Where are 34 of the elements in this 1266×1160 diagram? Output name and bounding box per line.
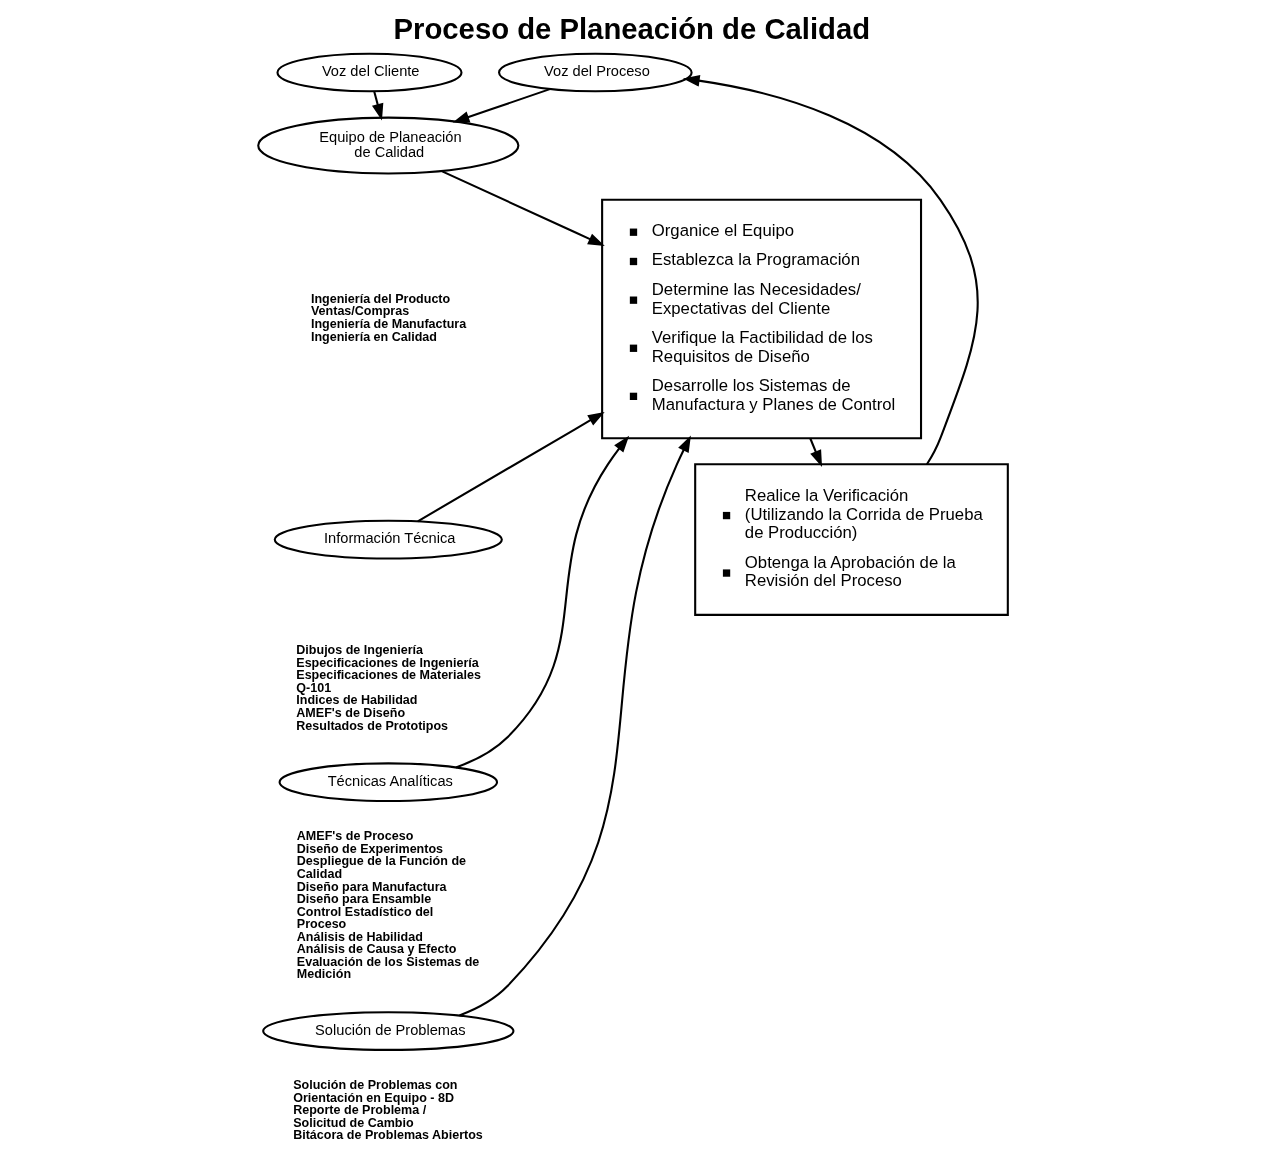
arrow xyxy=(809,437,823,467)
node-box: Organice el Equipo Establezca la Programación Determine las Necesidades/ Expectativas del Cliente Verifique la Factibilidad de los Requisitos de Diseño Desarrolle los Sistemas de Manufactura y Planes de Control xyxy=(601,198,923,440)
node-label: Indices de Habilidad xyxy=(296,693,418,708)
node-label: Despliegue de la Función de Calidad xyxy=(296,854,467,881)
node-label: Bitácora de Problemas Abiertos xyxy=(293,1128,483,1143)
node-label: Solución de Problemas con Orientación en Equipo - 8D xyxy=(293,1078,458,1105)
node-label: Diseño para Manufactura xyxy=(296,879,447,894)
node-ellipse: Equipo de Planeación de Calidad xyxy=(257,116,520,175)
node-ellipse: Voz del Cliente xyxy=(276,52,463,93)
arrow xyxy=(417,411,605,523)
node-ellipse: Información Técnica xyxy=(273,519,503,560)
node-label: Dibujos de Ingeniería xyxy=(296,643,424,658)
node-label: Análisis de Causa y Efecto xyxy=(296,942,457,957)
node-box: Realice la Verificación (Utilizando la Corrida de Prueba de Producción) Obtenga la Aprobación de la Revisión del Proceso xyxy=(694,463,1009,616)
node-label: Reporte de Problema / Solicitud de Cambio xyxy=(293,1103,427,1130)
arrow xyxy=(455,435,630,769)
node-label: Ingeniería en Calidad xyxy=(310,329,437,344)
arrow xyxy=(372,91,384,121)
diagram-title: Proceso de Planeación de Calidad xyxy=(393,13,871,46)
node-label: AMEF's de Proceso xyxy=(296,829,414,844)
node-label: Análisis de Habilidad xyxy=(296,929,423,944)
node-label: Ventas/Compras xyxy=(310,304,410,319)
node-label: AMEF's de Diseño xyxy=(296,705,406,720)
node-ellipse: Voz del Proceso xyxy=(498,52,693,93)
arrow xyxy=(441,170,605,246)
arrow xyxy=(682,74,979,465)
arrow xyxy=(459,435,691,1017)
arrow xyxy=(452,88,551,123)
node-label: Ingeniería del Producto xyxy=(310,291,451,306)
node-label: Especificaciones de Materiales xyxy=(296,668,481,683)
node-ellipse: Solución de Problemas xyxy=(262,1011,515,1051)
node-label: Diseño de Experimentos xyxy=(296,841,444,856)
node-label: Resultados de Prototipos xyxy=(296,718,449,733)
node-ellipse: Técnicas Analíticas xyxy=(278,762,499,803)
